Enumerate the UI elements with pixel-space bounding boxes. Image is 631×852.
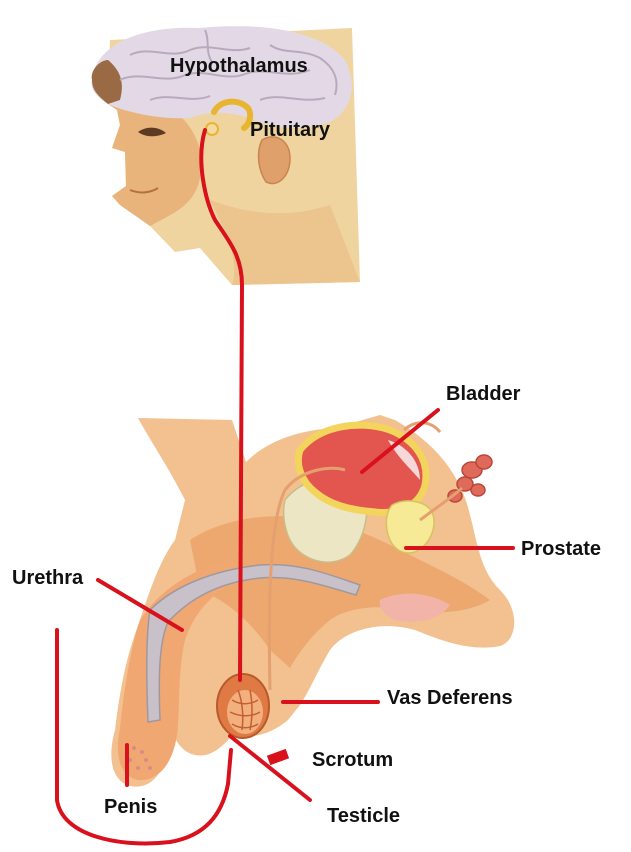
pelvis-illustration	[111, 415, 514, 787]
label-hypothalamus: Hypothalamus	[170, 55, 308, 77]
label-penis: Penis	[104, 796, 157, 818]
testicle-organ	[217, 674, 269, 738]
label-testicle: Testicle	[327, 805, 400, 827]
testicle-leader	[230, 736, 310, 800]
label-bladder: Bladder	[446, 383, 521, 405]
label-scrotum: Scrotum	[312, 749, 393, 771]
ear	[259, 137, 290, 184]
label-urethra: Urethra	[12, 567, 84, 589]
scrotum-marker	[267, 749, 289, 765]
label-prostate: Prostate	[521, 538, 601, 560]
label-pituitary: Pituitary	[250, 119, 331, 141]
pituitary-body	[206, 123, 218, 135]
label-vas-deferens: Vas Deferens	[387, 687, 513, 709]
